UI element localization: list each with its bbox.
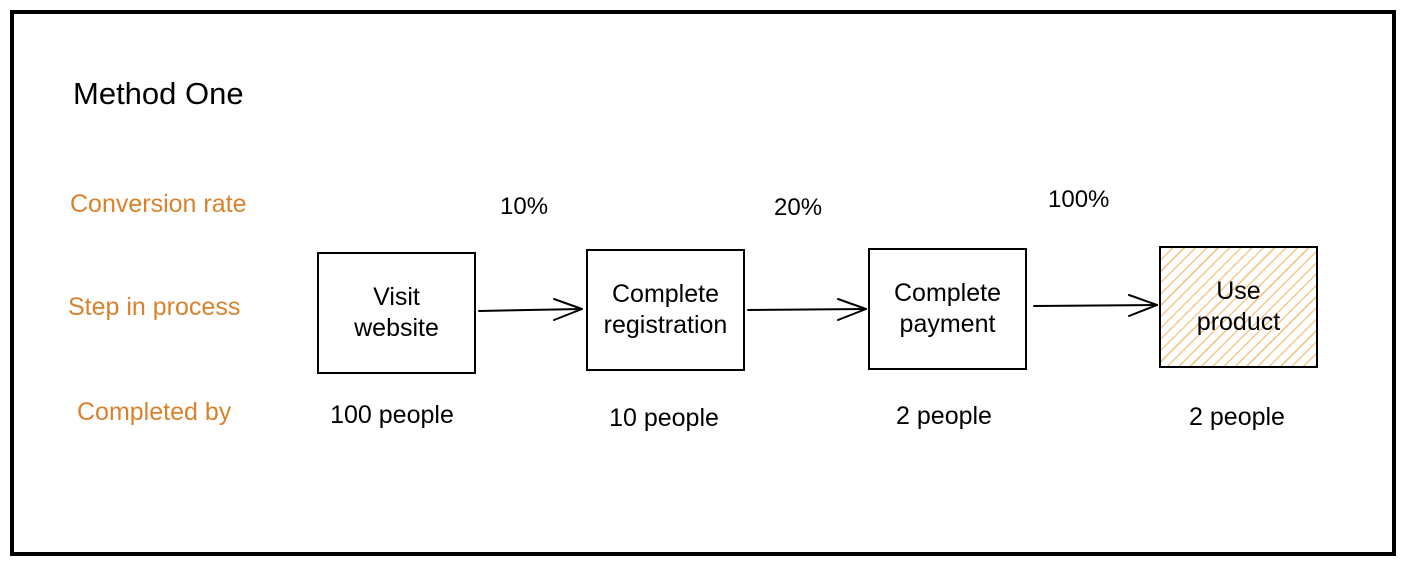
completed-by-use-product: 2 people — [1189, 403, 1285, 431]
step-visit-website: Visit website — [317, 252, 476, 374]
row-label-step-in-process: Step in process — [68, 293, 241, 321]
step-complete-payment: Complete payment — [868, 248, 1027, 370]
step-complete-registration: Complete registration — [586, 249, 745, 371]
conversion-rate-3: 100% — [1048, 186, 1110, 213]
step-use-product: Use product — [1159, 246, 1318, 368]
completed-by-visit-website: 100 people — [330, 401, 454, 429]
step-label: Use product — [1196, 277, 1281, 336]
row-label-conversion-rate: Conversion rate — [70, 190, 247, 218]
conversion-rate-2: 20% — [774, 194, 823, 221]
diagram-title: Method One — [73, 76, 244, 111]
step-label: Complete payment — [894, 279, 1001, 338]
row-label-completed-by: Completed by — [77, 398, 232, 426]
completed-by-complete-payment: 2 people — [896, 402, 992, 430]
step-label: Visit website — [354, 283, 439, 342]
conversion-rate-1: 10% — [500, 193, 549, 220]
step-label: Complete registration — [603, 280, 728, 339]
completed-by-complete-registration: 10 people — [609, 404, 719, 432]
